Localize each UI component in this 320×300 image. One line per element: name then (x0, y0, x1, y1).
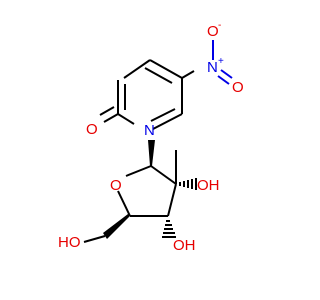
carbonyl-o-label: O (86, 121, 98, 138)
wedge-bond-c4-ch2 (103, 214, 130, 239)
ring-o-label: O (110, 177, 122, 194)
ring-n-label: N (144, 122, 155, 139)
hashed-bond-c2-oh (179, 178, 197, 190)
nitro-o-top-charge: - (218, 20, 221, 31)
wedge-bond-n-c1 (148, 140, 155, 166)
molecule-structure: N + O - O O N O OH OH HO (58, 20, 244, 254)
pyridinone-ring (117, 59, 183, 130)
carbonyl-group (99, 106, 119, 123)
nitro-o-top-label: O (207, 23, 219, 40)
nitro-group (181, 40, 233, 85)
nitro-n-charge: + (218, 56, 224, 67)
hashed-bond-c3-oh (162, 220, 176, 238)
oh-c5-label: HO (58, 234, 81, 251)
oh-c3-label: OH (173, 237, 196, 254)
nitro-n-label: N (207, 59, 218, 76)
furanose-ring (117, 165, 177, 217)
oh-c2-label: OH (197, 177, 220, 194)
nitro-o-right-label: O (232, 79, 244, 96)
ch2-oh-bond (83, 235, 106, 243)
